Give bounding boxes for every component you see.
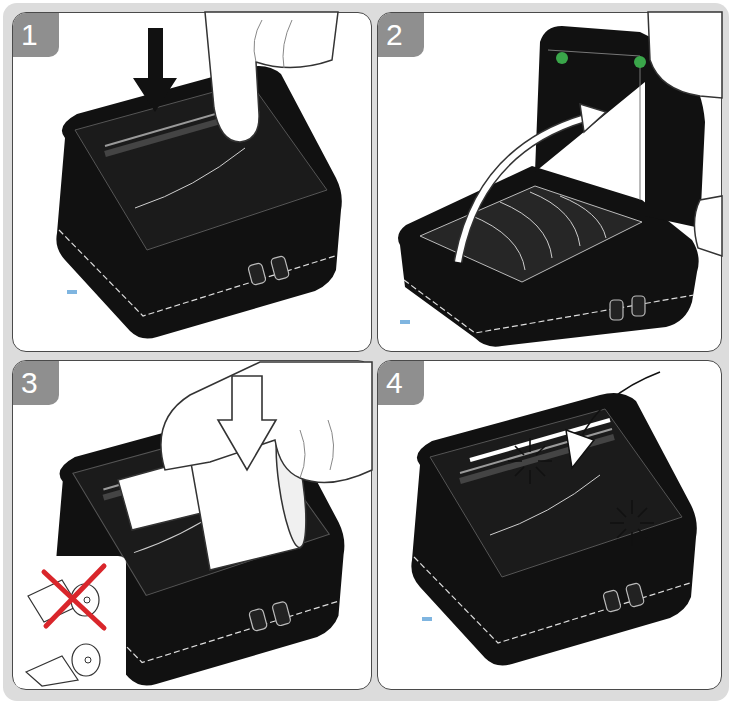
printer-closed bbox=[56, 66, 341, 339]
push-arrow bbox=[133, 28, 177, 112]
roller bbox=[556, 52, 568, 64]
paper-sheet bbox=[118, 456, 222, 530]
hand-detail bbox=[300, 420, 334, 478]
arrow-head bbox=[566, 430, 594, 468]
roll-core bbox=[84, 597, 90, 603]
arrow-head bbox=[580, 104, 606, 132]
inset-box bbox=[14, 556, 126, 688]
printer-base bbox=[398, 166, 699, 347]
insert-arrow bbox=[218, 376, 276, 470]
step-4-illustration bbox=[411, 372, 696, 666]
roll-end bbox=[270, 419, 312, 549]
click-sparkle bbox=[508, 438, 654, 546]
button bbox=[632, 296, 645, 316]
step-number: 1 bbox=[13, 13, 59, 57]
paper-strip bbox=[470, 420, 610, 460]
wrong-mark bbox=[44, 566, 104, 628]
step-1-illustration bbox=[56, 12, 341, 339]
roll-wrong bbox=[71, 584, 99, 616]
status-led bbox=[400, 320, 410, 324]
step-number: 4 bbox=[378, 361, 424, 405]
step-panel: 4 bbox=[377, 360, 722, 690]
edge-line bbox=[404, 280, 694, 333]
open-arrow bbox=[458, 118, 585, 262]
step-3-illustration bbox=[14, 362, 372, 688]
paper-cavity bbox=[420, 186, 642, 282]
hand bbox=[205, 12, 338, 142]
printer-lid bbox=[535, 26, 705, 228]
step-2-illustration bbox=[398, 12, 722, 347]
button bbox=[610, 300, 623, 320]
step-number: 2 bbox=[378, 13, 424, 57]
paper-roll bbox=[188, 420, 300, 570]
sparkle bbox=[508, 438, 552, 484]
step-panel: 2 bbox=[377, 12, 722, 352]
roll-core bbox=[85, 657, 91, 663]
roller bbox=[634, 56, 646, 68]
background-panel bbox=[3, 3, 729, 701]
hand bbox=[694, 196, 722, 256]
open-arrow bbox=[458, 118, 585, 262]
step-panel: 3 bbox=[12, 360, 372, 690]
printer-closed bbox=[411, 393, 696, 666]
hand-detail bbox=[254, 20, 292, 68]
sparkle bbox=[610, 500, 654, 546]
step-number: 3 bbox=[13, 361, 59, 405]
lid-edge bbox=[548, 50, 640, 200]
roll-right-paper bbox=[26, 656, 78, 686]
close-arrow bbox=[580, 372, 660, 440]
roll-right bbox=[72, 644, 100, 676]
paper-guide bbox=[470, 192, 606, 270]
step-panel: 1 bbox=[12, 12, 372, 352]
roll-wrong-paper bbox=[28, 580, 78, 622]
printer-open bbox=[54, 408, 344, 685]
hand bbox=[161, 362, 372, 483]
hand bbox=[648, 12, 722, 98]
